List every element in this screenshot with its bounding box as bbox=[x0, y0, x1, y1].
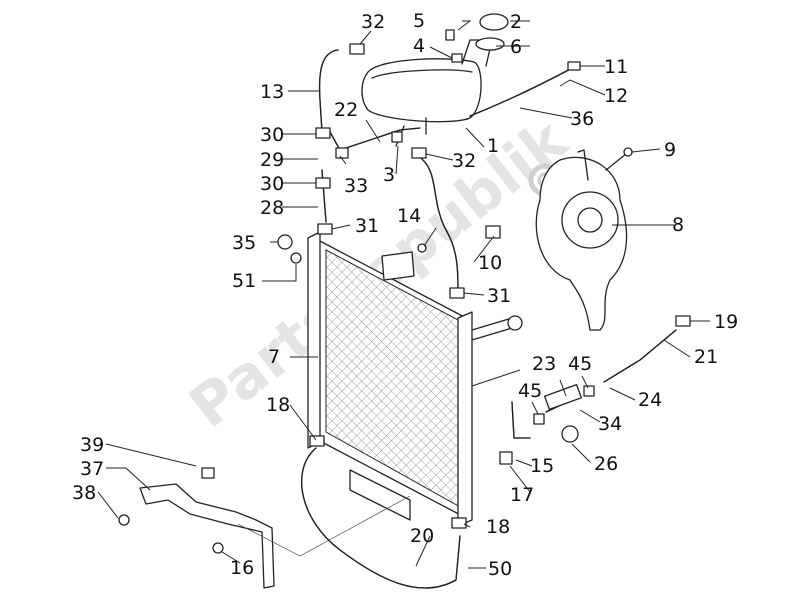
callout-6: 6 bbox=[510, 36, 522, 58]
callout-45b: 45 bbox=[568, 353, 592, 375]
clamp-11 bbox=[567, 61, 581, 71]
callout-30b: 30 bbox=[260, 173, 284, 195]
callout-22: 22 bbox=[334, 99, 358, 121]
callout-45a: 45 bbox=[518, 380, 542, 402]
callout-9: 9 bbox=[664, 139, 676, 161]
clamp-32-mid bbox=[411, 147, 427, 159]
screw-16 bbox=[212, 542, 224, 554]
callout-10: 10 bbox=[478, 252, 502, 274]
thermo-switch-26 bbox=[561, 425, 579, 443]
callout-18a: 18 bbox=[266, 394, 290, 416]
clamp-31-left bbox=[317, 223, 333, 235]
callout-1: 1 bbox=[487, 135, 499, 157]
callout-35: 35 bbox=[232, 232, 256, 254]
callout-21: 21 bbox=[694, 346, 718, 368]
callout-26: 26 bbox=[594, 453, 618, 475]
callout-18b: 18 bbox=[486, 516, 510, 538]
nut-39 bbox=[201, 467, 215, 479]
callout-32b: 32 bbox=[452, 150, 476, 172]
callout-51: 51 bbox=[232, 270, 256, 292]
callout-28: 28 bbox=[260, 197, 284, 219]
callout-31a: 31 bbox=[355, 215, 379, 237]
mounting-bracket bbox=[139, 483, 275, 589]
callout-4: 4 bbox=[413, 35, 425, 57]
callout-30a: 30 bbox=[260, 124, 284, 146]
radiator bbox=[307, 231, 523, 527]
callout-39: 39 bbox=[80, 434, 104, 456]
grommet-35 bbox=[277, 234, 293, 250]
callout-14: 14 bbox=[397, 205, 421, 227]
clamp-31-right bbox=[449, 287, 465, 299]
callout-16: 16 bbox=[230, 557, 254, 579]
screw-38 bbox=[118, 514, 130, 526]
callouts: 1 2 3 4 5 6 7 8 9 10 11 12 13 14 15 16 1… bbox=[72, 10, 738, 580]
callout-23: 23 bbox=[532, 353, 556, 375]
callout-3: 3 bbox=[383, 164, 395, 186]
clamp-33 bbox=[335, 147, 349, 159]
cooling-fan bbox=[535, 149, 628, 331]
callout-15: 15 bbox=[530, 455, 554, 477]
callout-37: 37 bbox=[80, 458, 104, 480]
callout-29: 29 bbox=[260, 149, 284, 171]
callout-2: 2 bbox=[510, 11, 522, 33]
callout-38: 38 bbox=[72, 482, 96, 504]
screw-9 bbox=[623, 147, 633, 157]
clamp-30-bottom bbox=[315, 177, 331, 189]
callout-50: 50 bbox=[488, 558, 512, 580]
clamp-18-right bbox=[451, 517, 467, 529]
connector-23 bbox=[543, 383, 583, 411]
callout-7: 7 bbox=[268, 346, 280, 368]
clamp-45b bbox=[583, 385, 595, 397]
clamp-45a bbox=[533, 413, 545, 425]
callout-31b: 31 bbox=[487, 285, 511, 307]
nut-17 bbox=[499, 451, 513, 465]
washer-4 bbox=[451, 53, 463, 63]
callout-33: 33 bbox=[344, 175, 368, 197]
callout-5: 5 bbox=[413, 10, 425, 32]
washer-51 bbox=[290, 252, 302, 264]
clip-10 bbox=[485, 225, 501, 239]
clamp-30-top bbox=[315, 127, 331, 139]
callout-34: 34 bbox=[598, 413, 622, 435]
callout-17: 17 bbox=[510, 484, 534, 506]
callout-13: 13 bbox=[260, 81, 284, 103]
leader-lines bbox=[97, 20, 710, 569]
hardware bbox=[118, 29, 691, 554]
callout-8: 8 bbox=[672, 214, 684, 236]
callout-20: 20 bbox=[410, 525, 434, 547]
clamp-18-left bbox=[309, 435, 325, 447]
callout-11: 11 bbox=[604, 56, 628, 78]
callout-32a: 32 bbox=[361, 11, 385, 33]
callout-36: 36 bbox=[570, 108, 594, 130]
clamp-32-top bbox=[349, 43, 365, 55]
callout-24: 24 bbox=[638, 389, 662, 411]
clamp-19 bbox=[675, 315, 691, 327]
plug-3 bbox=[391, 131, 403, 143]
callout-19: 19 bbox=[714, 311, 738, 333]
expansion-tank bbox=[361, 13, 509, 147]
callout-12: 12 bbox=[604, 85, 628, 107]
screw-5 bbox=[445, 29, 455, 41]
